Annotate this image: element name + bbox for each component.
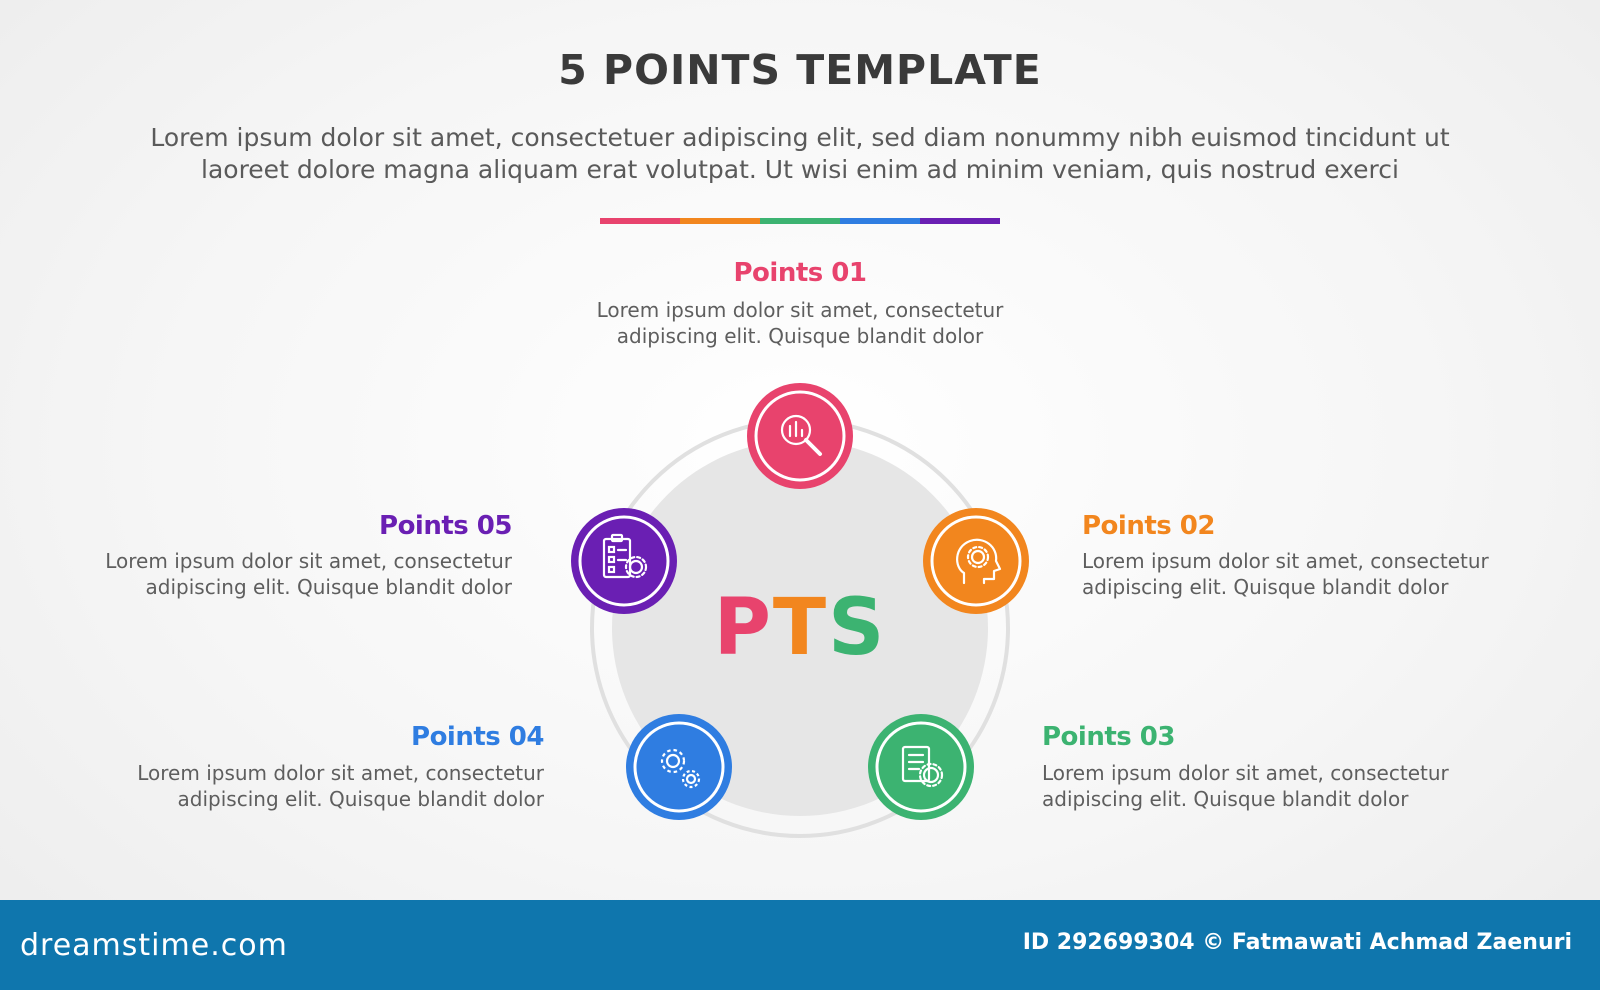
- node-inner-ring: [633, 721, 725, 813]
- point-desc-line: adipiscing elit. Quisque blandit dolor: [1082, 575, 1449, 599]
- point-title-4: Points 04: [411, 722, 544, 752]
- subtitle-line: Lorem ipsum dolor sit amet, consectetuer…: [150, 123, 1450, 152]
- head-gear-icon: [956, 538, 1002, 585]
- point-desc-3: Lorem ipsum dolor sit amet, consectetur …: [1042, 760, 1449, 812]
- point-desc-4: Lorem ipsum dolor sit amet, consectetur …: [137, 760, 544, 812]
- point-title-1: Points 01: [733, 258, 867, 288]
- point-node-1: [747, 383, 853, 489]
- node-inner-ring: [875, 721, 967, 813]
- node-circle: [868, 714, 974, 820]
- gears-icon: [660, 748, 701, 789]
- center-letter: T: [772, 583, 829, 673]
- color-divider: [600, 218, 1000, 224]
- point-node-2: [923, 508, 1029, 614]
- color-segment: [760, 218, 840, 224]
- color-segment: [680, 218, 760, 224]
- cycle-diagram: [571, 383, 1029, 838]
- point-desc-line: adipiscing elit. Quisque blandit dolor: [1042, 787, 1409, 811]
- page-subtitle: Lorem ipsum dolor sit amet, consectetuer…: [110, 122, 1490, 186]
- point-desc-line: Lorem ipsum dolor sit amet, consectetur: [596, 298, 1004, 322]
- point-node-5: [571, 508, 677, 614]
- node-circle: [626, 714, 732, 820]
- center-letter: P: [713, 583, 773, 673]
- node-circle: [923, 508, 1029, 614]
- point-desc-line: Lorem ipsum dolor sit amet, consectetur: [1042, 761, 1449, 785]
- center-label: PTS: [700, 586, 900, 670]
- point-desc-1: Lorem ipsum dolor sit amet, consectetur …: [560, 297, 1040, 349]
- node-inner-ring: [930, 515, 1022, 607]
- page-title: 5 POINTS TEMPLATE: [558, 46, 1042, 94]
- point-node-3: [868, 714, 974, 820]
- point-desc-line: Lorem ipsum dolor sit amet, consectetur: [137, 761, 544, 785]
- document-gear-icon: [901, 745, 944, 788]
- footer-logo[interactable]: dreamstime.com: [20, 928, 288, 963]
- point-desc-line: adipiscing elit. Quisque blandit dolor: [177, 787, 544, 811]
- point-desc-2: Lorem ipsum dolor sit amet, consectetur …: [1082, 548, 1489, 600]
- point-desc-line: Lorem ipsum dolor sit amet, consectetur: [105, 549, 512, 573]
- search-analysis-icon: [780, 414, 822, 456]
- footer-bar: dreamstime.com ID 292699304 © Fatmawati …: [0, 900, 1600, 990]
- footer-credit: ID 292699304 © Fatmawati Achmad Zaenuri: [1022, 930, 1572, 955]
- point-title-3: Points 03: [1042, 722, 1175, 752]
- node-circle: [747, 383, 853, 489]
- point-desc-line: adipiscing elit. Quisque blandit dolor: [145, 575, 512, 599]
- checklist-gear-icon: [602, 533, 648, 579]
- center-letter: S: [828, 583, 887, 673]
- point-desc-line: Lorem ipsum dolor sit amet, consectetur: [1082, 549, 1489, 573]
- color-segment: [920, 218, 1000, 224]
- color-segment: [840, 218, 920, 224]
- subtitle-line: laoreet dolore magna aliquam erat volutp…: [201, 155, 1399, 184]
- point-node-4: [626, 714, 732, 820]
- node-inner-ring: [754, 390, 846, 482]
- node-inner-ring: [578, 515, 670, 607]
- point-desc-5: Lorem ipsum dolor sit amet, consectetur …: [105, 548, 512, 600]
- color-segment: [600, 218, 680, 224]
- point-title-2: Points 02: [1082, 511, 1215, 541]
- point-desc-line: adipiscing elit. Quisque blandit dolor: [616, 324, 984, 348]
- point-title-5: Points 05: [379, 511, 512, 541]
